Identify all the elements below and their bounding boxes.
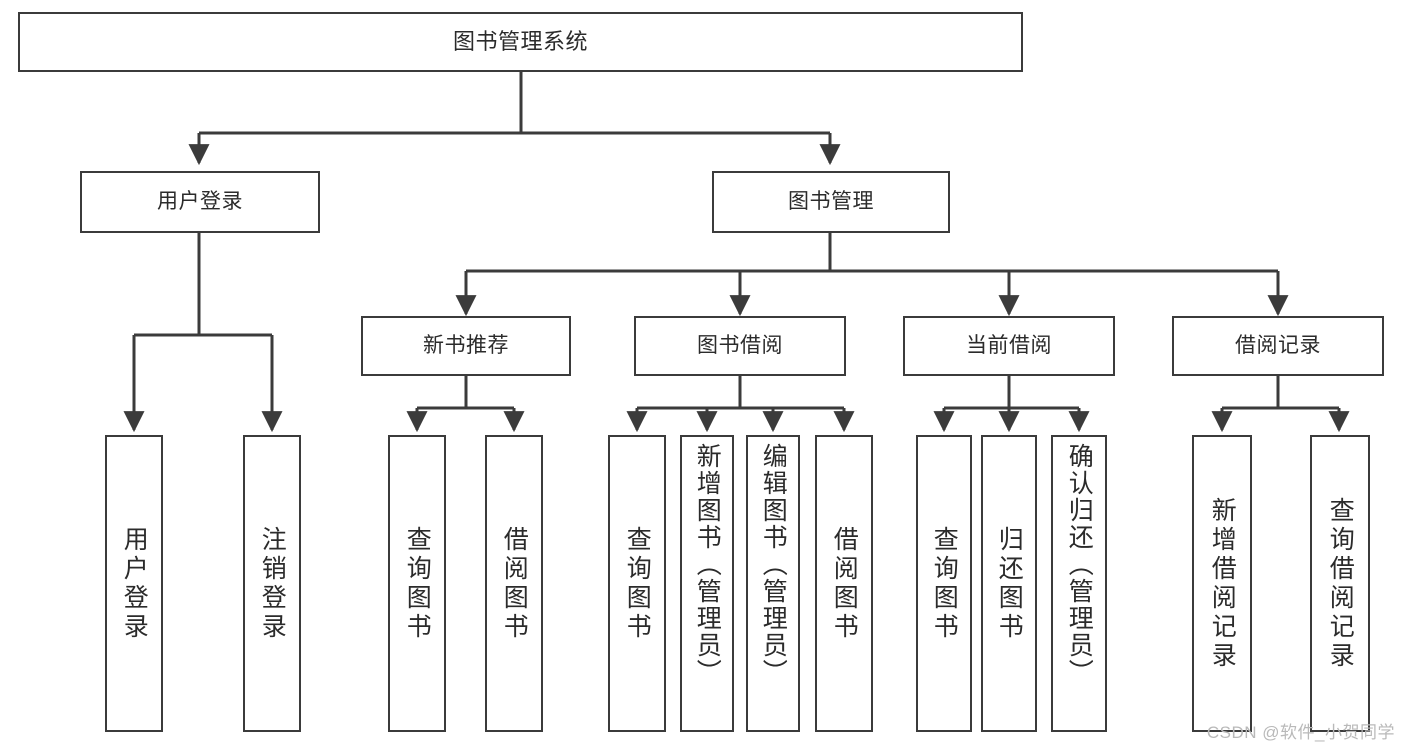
node-leaf-query-book-1[interactable]: 查询图书 — [388, 435, 446, 732]
node-root-label: 图书管理系统 — [452, 28, 588, 54]
node-leaf-user-login[interactable]: 用户登录 — [105, 435, 163, 732]
node-new-book-recommend-label: 新书推荐 — [423, 334, 509, 358]
node-leaf-query-book-2[interactable]: 查询图书 — [608, 435, 666, 732]
node-leaf-query-book-2-label: 查询图书 — [623, 525, 652, 642]
node-leaf-borrow-book-1-label: 借阅图书 — [500, 525, 529, 642]
node-leaf-add-book-label: 新增图书（管理员） — [693, 443, 722, 686]
node-new-book-recommend[interactable]: 新书推荐 — [361, 316, 571, 376]
node-leaf-query-book-1-label: 查询图书 — [403, 525, 432, 642]
node-leaf-query-record-label: 查询借阅记录 — [1326, 496, 1355, 671]
node-leaf-add-book[interactable]: 新增图书（管理员） — [680, 435, 734, 732]
node-leaf-logout-login[interactable]: 注销登录 — [243, 435, 301, 732]
node-leaf-query-record[interactable]: 查询借阅记录 — [1310, 435, 1370, 732]
node-borrow-record[interactable]: 借阅记录 — [1172, 316, 1384, 376]
node-leaf-borrow-book-2-label: 借阅图书 — [830, 525, 859, 642]
node-leaf-query-book-3[interactable]: 查询图书 — [916, 435, 972, 732]
node-book-manage[interactable]: 图书管理 — [712, 171, 950, 233]
node-current-borrow-label: 当前借阅 — [966, 334, 1052, 358]
node-current-borrow[interactable]: 当前借阅 — [903, 316, 1115, 376]
node-leaf-borrow-book-2[interactable]: 借阅图书 — [815, 435, 873, 732]
node-leaf-borrow-book-1[interactable]: 借阅图书 — [485, 435, 543, 732]
node-book-borrow[interactable]: 图书借阅 — [634, 316, 846, 376]
node-user-login[interactable]: 用户登录 — [80, 171, 320, 233]
node-leaf-query-book-3-label: 查询图书 — [930, 525, 959, 642]
node-book-manage-label: 图书管理 — [788, 190, 874, 214]
node-borrow-record-label: 借阅记录 — [1235, 334, 1321, 358]
node-user-login-label: 用户登录 — [157, 190, 243, 214]
node-leaf-add-record[interactable]: 新增借阅记录 — [1192, 435, 1252, 732]
node-leaf-edit-book[interactable]: 编辑图书（管理员） — [746, 435, 800, 732]
node-leaf-return-book[interactable]: 归还图书 — [981, 435, 1037, 732]
node-leaf-add-record-label: 新增借阅记录 — [1208, 496, 1237, 671]
csdn-watermark: CSDN @软件_小贺同学 — [1206, 723, 1395, 742]
node-leaf-return-book-label: 归还图书 — [995, 525, 1024, 642]
node-leaf-logout-login-label: 注销登录 — [258, 525, 287, 642]
node-leaf-confirm-return[interactable]: 确认归还（管理员） — [1051, 435, 1107, 732]
node-leaf-edit-book-label: 编辑图书（管理员） — [759, 443, 788, 686]
node-leaf-user-login-label: 用户登录 — [120, 525, 149, 642]
node-book-borrow-label: 图书借阅 — [697, 334, 783, 358]
node-leaf-confirm-return-label: 确认归还（管理员） — [1065, 443, 1094, 686]
node-root[interactable]: 图书管理系统 — [18, 12, 1023, 72]
